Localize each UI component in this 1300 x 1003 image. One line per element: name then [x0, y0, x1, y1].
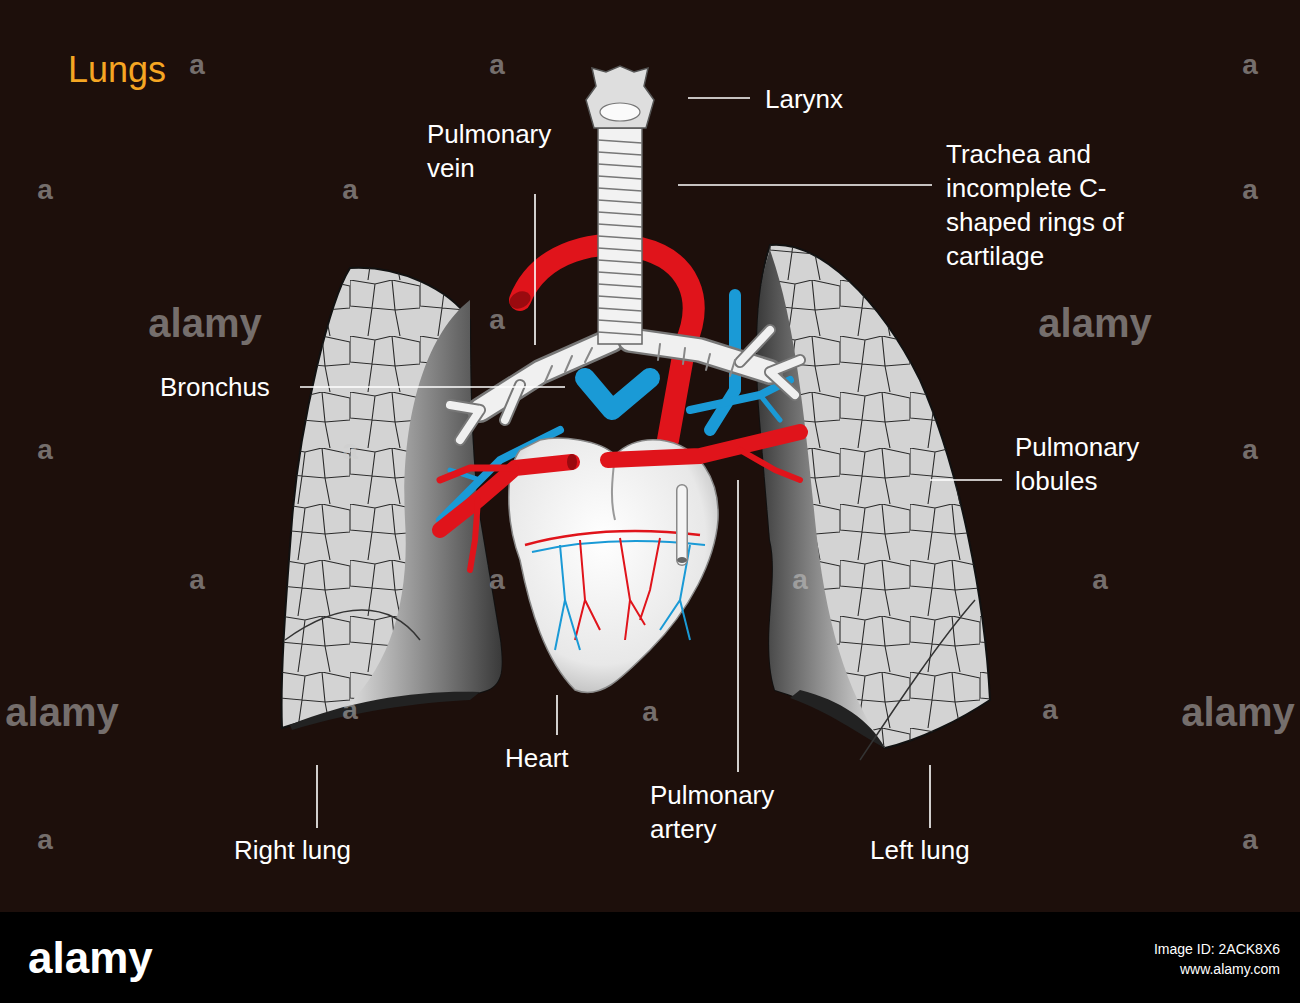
- watermark: a: [489, 50, 505, 80]
- watermark: alamy: [1181, 690, 1294, 734]
- aorta-end: [507, 288, 534, 312]
- bronchi: [450, 330, 800, 440]
- watermark: alamy: [1038, 301, 1151, 345]
- watermark: a: [1242, 435, 1258, 465]
- watermark: a: [189, 565, 205, 595]
- watermark: a: [342, 695, 358, 725]
- watermark: a: [642, 697, 658, 727]
- watermark: a: [1242, 825, 1258, 855]
- leader-lines: [300, 98, 1002, 828]
- watermark: alamy: [5, 690, 118, 734]
- part-label: Pulmonary lobules: [1015, 430, 1165, 498]
- left-lung: [757, 245, 990, 760]
- part-label: Left lung: [870, 833, 970, 867]
- watermark: a: [489, 565, 505, 595]
- watermark-bar: [0, 912, 1300, 1003]
- part-label: Larynx: [765, 82, 843, 116]
- part-label: Trachea and incomplete C-shaped rings of…: [946, 137, 1136, 273]
- trachea: [586, 66, 654, 344]
- watermark-logo: alamy: [28, 934, 153, 982]
- watermark: a: [792, 565, 808, 595]
- heart: [509, 438, 718, 692]
- watermark: a: [342, 175, 358, 205]
- watermark: a: [1242, 50, 1258, 80]
- part-label: Bronchus: [160, 370, 270, 404]
- watermark: a: [37, 825, 53, 855]
- watermark: a: [189, 50, 205, 80]
- part-label: Pulmonary artery: [650, 778, 800, 846]
- part-label: Right lung: [234, 833, 351, 867]
- watermark: a: [37, 175, 53, 205]
- pulmonary-arteries: [440, 432, 800, 570]
- part-label: Pulmonary vein: [427, 117, 587, 185]
- watermark: a: [37, 435, 53, 465]
- part-label: Heart: [505, 741, 569, 775]
- diagram-title: Lungs: [68, 50, 166, 90]
- image-id: Image ID: 2ACK8X6: [1154, 940, 1280, 958]
- watermark: alamy: [148, 301, 261, 345]
- watermark: a: [489, 305, 505, 335]
- watermark: a: [1042, 695, 1058, 725]
- watermark-url: www.alamy.com: [1180, 960, 1280, 978]
- watermark: a: [342, 435, 358, 465]
- watermark: a: [1242, 175, 1258, 205]
- watermark: a: [1092, 565, 1108, 595]
